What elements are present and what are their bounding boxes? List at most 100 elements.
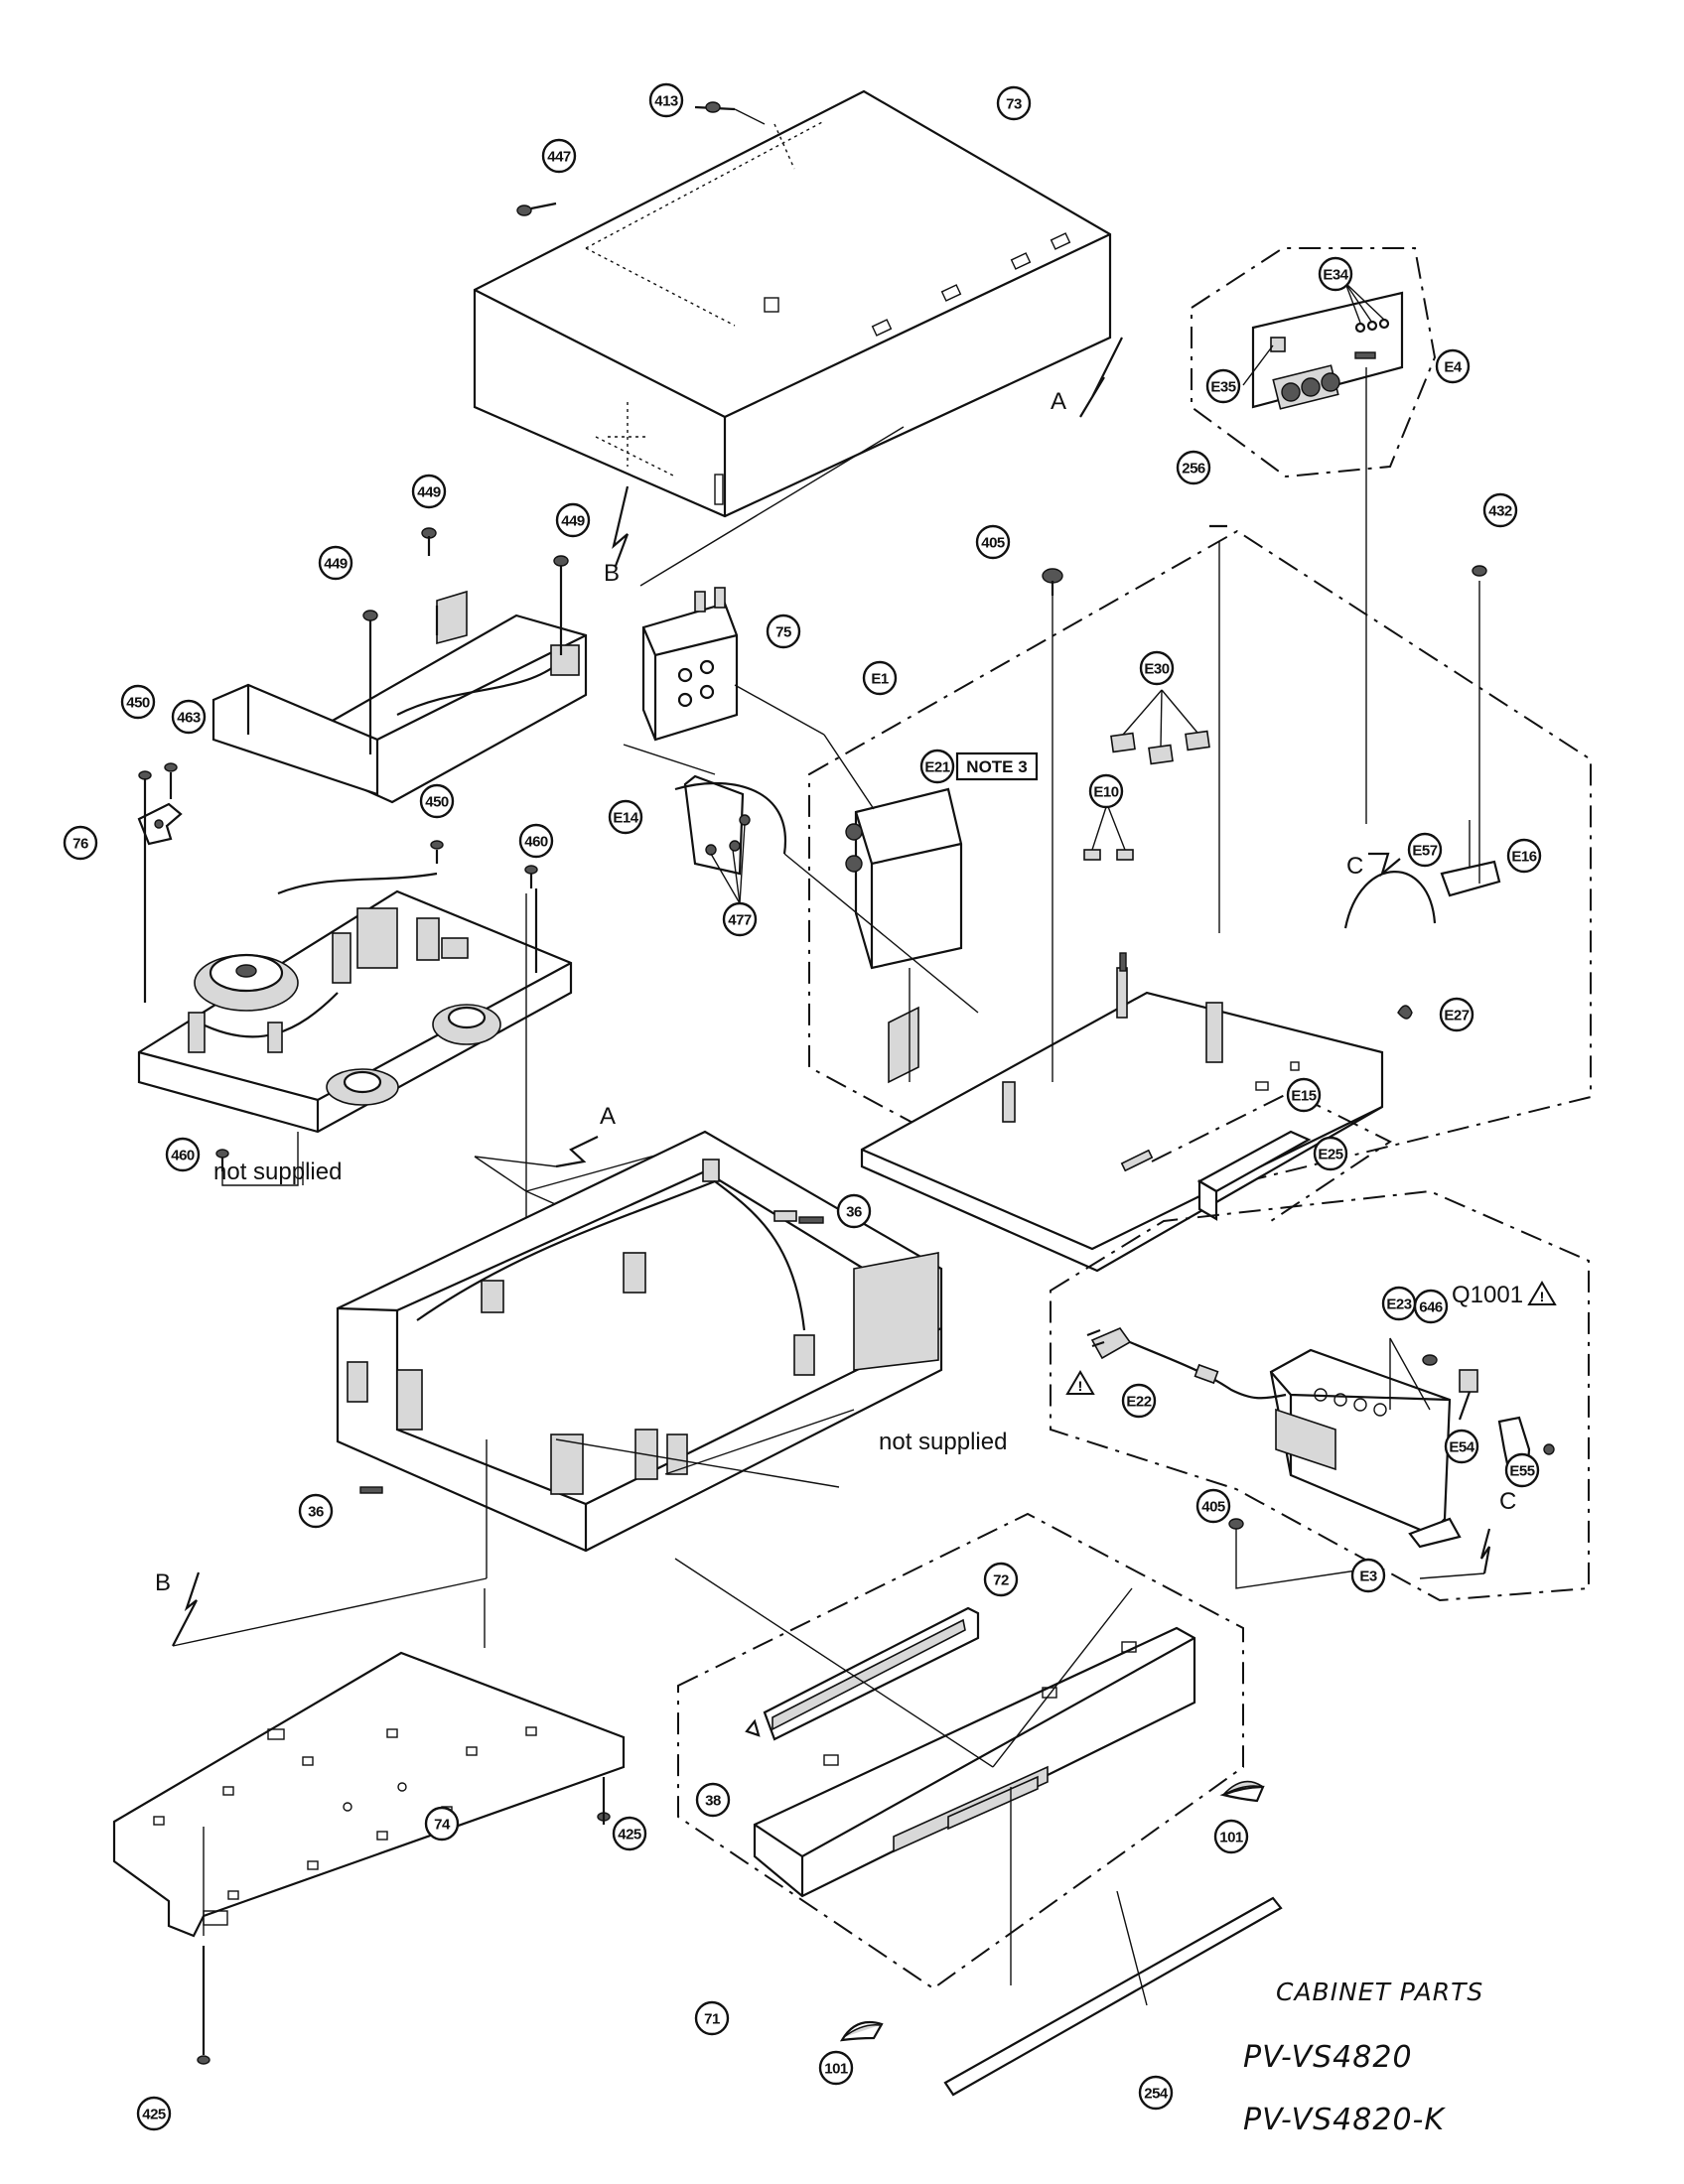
screw-646 xyxy=(1422,1354,1438,1366)
svg-text:449: 449 xyxy=(417,484,441,501)
callout-e4: E4 xyxy=(1435,348,1471,384)
svg-text:254: 254 xyxy=(1144,2086,1169,2103)
svg-text:460: 460 xyxy=(171,1148,195,1164)
svg-text:E22: E22 xyxy=(1126,1394,1151,1411)
e3-power-group xyxy=(1050,1189,1590,1602)
svg-text:E25: E25 xyxy=(1318,1147,1342,1163)
screw-447 xyxy=(516,202,557,216)
part-38 xyxy=(745,1718,761,1737)
e30-components xyxy=(1110,689,1210,765)
svg-text:450: 450 xyxy=(126,695,150,712)
svg-text:E21: E21 xyxy=(924,759,949,776)
screw-449-a xyxy=(421,527,437,556)
connector-e15-e25 xyxy=(1151,1090,1392,1222)
screw-425-a xyxy=(597,1777,611,1825)
bottom-plate-74 xyxy=(112,1651,626,1938)
callout-71: 71 xyxy=(694,2000,730,2036)
svg-text:432: 432 xyxy=(1488,503,1512,520)
front-panel-71 xyxy=(753,1626,1196,1898)
callout-e27: E27 xyxy=(1439,997,1474,1032)
callout-256: 256 xyxy=(1176,450,1211,485)
svg-text:E15: E15 xyxy=(1291,1088,1316,1105)
transistor-q1001 xyxy=(1458,1369,1478,1421)
screw-463 xyxy=(164,762,178,799)
screw-460-b xyxy=(215,1149,229,1171)
svg-text:E14: E14 xyxy=(613,810,638,827)
svg-text:B: B xyxy=(604,560,620,587)
svg-text:405: 405 xyxy=(981,535,1005,552)
caption-model-1: PV-VS4820 xyxy=(1243,2040,1413,2075)
callout-413: 413 xyxy=(648,82,684,118)
screw-432 xyxy=(1472,565,1487,577)
screw-449-b xyxy=(362,610,378,754)
front-panel-group xyxy=(677,1512,1244,1990)
callout-405a: 405 xyxy=(975,524,1011,560)
svg-text:36: 36 xyxy=(308,1504,324,1521)
power-cord-e22 xyxy=(1086,1327,1287,1400)
power-unit-e3 xyxy=(1269,1348,1462,1549)
bracket-76 xyxy=(137,802,183,846)
svg-text:A: A xyxy=(1051,388,1066,415)
e4-board xyxy=(1251,291,1404,410)
screw-449-c xyxy=(553,555,569,655)
callout-36a: 36 xyxy=(836,1193,872,1229)
svg-text:B: B xyxy=(155,1570,171,1596)
svg-text:E27: E27 xyxy=(1444,1008,1469,1024)
svg-text:E57: E57 xyxy=(1412,843,1437,860)
strip-254 xyxy=(943,1896,1283,2097)
callout-101b: 101 xyxy=(818,2050,854,2086)
svg-text:477: 477 xyxy=(728,912,752,929)
e1-board-group xyxy=(808,529,1592,1221)
callout-254: 254 xyxy=(1138,2075,1174,2111)
arrow-a-mid: A xyxy=(555,1103,616,1168)
screw-460-a xyxy=(524,865,538,888)
callout-e1: E1 xyxy=(862,660,898,696)
callout-e14: E14 xyxy=(608,799,643,835)
mechanism-top-frame xyxy=(211,590,588,804)
svg-text:646: 646 xyxy=(1419,1299,1443,1316)
main-chassis xyxy=(336,1130,943,1553)
svg-text:256: 256 xyxy=(1182,461,1205,478)
callout-e10: E10 xyxy=(1088,773,1124,809)
callout-449a: 449 xyxy=(411,474,447,509)
arrow-b-bottom: B xyxy=(155,1570,201,1647)
callout-73: 73 xyxy=(996,85,1032,121)
bracket-e14 xyxy=(674,774,787,876)
callout-405b: 405 xyxy=(1195,1488,1231,1524)
button-101-b xyxy=(839,2020,884,2042)
callout-e3: E3 xyxy=(1350,1558,1386,1593)
callout-e35: E35 xyxy=(1205,368,1241,404)
svg-text:72: 72 xyxy=(993,1572,1009,1589)
svg-text:405: 405 xyxy=(1201,1499,1225,1516)
tuner-e21 xyxy=(845,787,963,1082)
cable-e57 xyxy=(1343,871,1437,929)
cassette-mechanism xyxy=(137,872,573,1134)
callout-477: 477 xyxy=(722,901,758,937)
svg-text:E10: E10 xyxy=(1093,784,1118,801)
bracket-e16 xyxy=(1440,820,1501,897)
svg-text:75: 75 xyxy=(775,624,791,641)
button-101-a xyxy=(1219,1780,1265,1803)
callout-450b: 450 xyxy=(419,783,455,819)
svg-text:E54: E54 xyxy=(1449,1439,1474,1456)
callout-e21: E21 xyxy=(919,749,955,784)
svg-text:450: 450 xyxy=(425,794,449,811)
svg-text:E16: E16 xyxy=(1511,849,1536,866)
svg-text:413: 413 xyxy=(654,93,678,110)
part-36-a xyxy=(798,1216,824,1224)
screw-425-b xyxy=(197,1946,210,2065)
svg-text:E3: E3 xyxy=(1359,1569,1377,1585)
svg-text:73: 73 xyxy=(1006,96,1022,113)
svg-text:E4: E4 xyxy=(1444,359,1463,376)
callout-450a: 450 xyxy=(120,684,156,720)
svg-text:463: 463 xyxy=(177,710,201,727)
svg-text:449: 449 xyxy=(561,513,585,530)
svg-text:E30: E30 xyxy=(1144,661,1169,678)
callout-449c: 449 xyxy=(555,502,591,538)
callout-e25: E25 xyxy=(1313,1136,1348,1171)
callout-e57: E57 xyxy=(1407,832,1443,868)
svg-text:NOTE 3: NOTE 3 xyxy=(966,757,1027,776)
svg-text:447: 447 xyxy=(547,149,571,166)
